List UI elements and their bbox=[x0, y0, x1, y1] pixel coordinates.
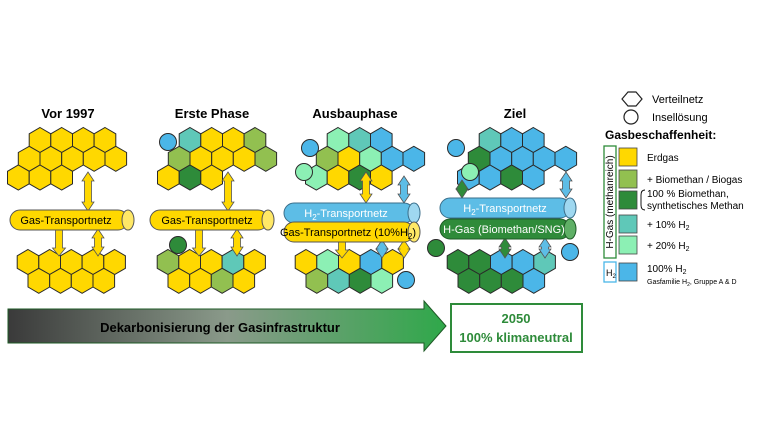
grid-ausbau-top-hex-11 bbox=[370, 164, 393, 191]
island-solutions bbox=[159, 133, 579, 289]
goal-year: 2050 bbox=[502, 311, 531, 326]
legend-gasfamilie: Gasfamilie H2, Gruppe A & D bbox=[647, 279, 737, 288]
arrow-ziel-up-2 bbox=[559, 171, 573, 199]
arrow-erste-up bbox=[221, 171, 235, 212]
legend-h2-10: + 10% H2 bbox=[647, 220, 690, 232]
circle-ausbau-1 bbox=[301, 139, 319, 157]
legend-verteilnetz: Verteilnetz bbox=[652, 94, 703, 106]
legend-h2-box-label: H2 bbox=[606, 268, 617, 280]
phase-title-ziel: Ziel bbox=[504, 106, 526, 121]
arrow-vor-1997-up bbox=[81, 171, 95, 212]
goal-text: 100% klimaneutral bbox=[459, 330, 572, 345]
decarbonisation-arrow: Dekarbonisierung der Gasinfrastruktur bbox=[7, 299, 447, 353]
grid-erste-bottom-hex-8 bbox=[232, 267, 256, 294]
arrow-ausbau-up-2 bbox=[397, 175, 411, 204]
legend-h2-20: + 20% H2 bbox=[647, 241, 690, 253]
arrow-vor-1997-down-2 bbox=[91, 228, 105, 257]
grid-ziel-bottom-hex-8 bbox=[522, 267, 546, 294]
legend-biomethan: + Biomethan / Biogas bbox=[647, 175, 742, 186]
legend-heading: Gasbeschaffenheit: bbox=[605, 128, 716, 142]
legend-insel: Insellösung bbox=[652, 112, 708, 124]
pipe-ausbau-h2: H2-Transportnetz bbox=[283, 202, 421, 224]
arrow-vor-1997-down-1 bbox=[51, 229, 67, 257]
phase-title-ausbauphase: Ausbauphase bbox=[312, 106, 397, 121]
grid-vor-1997-bottom-hex-8 bbox=[92, 267, 116, 294]
legend-hexagon-icon bbox=[621, 91, 643, 107]
circle-ziel-2 bbox=[461, 163, 479, 181]
phase-title-vor-1997: Vor 1997 bbox=[41, 106, 94, 121]
grid-erste-top-hex-11 bbox=[200, 164, 223, 191]
arrow-ausbau-down-1 bbox=[334, 241, 350, 259]
circle-ausbau-2 bbox=[295, 163, 313, 181]
grid-vor-1997-top-hex-11 bbox=[50, 164, 73, 191]
pipe-vor-1997: Gas-Transportnetz bbox=[9, 209, 135, 231]
legend-erdgas: Erdgas bbox=[647, 153, 679, 164]
pipe-ziel-hgas: H-Gas (Biomethan/SNG) bbox=[439, 218, 577, 240]
arrow-ausbau-down-3 bbox=[375, 239, 389, 259]
pipe-label-gas-transportnetz-1: Gas-Transportnetz bbox=[20, 215, 111, 227]
legend-synthetic-line2: synthetisches Methan bbox=[647, 201, 744, 212]
pipe-label-gas-transportnetz-2: Gas-Transportnetz bbox=[161, 215, 252, 227]
decarbonisation-label: Dekarbonisierung der Gasinfrastruktur bbox=[100, 320, 340, 335]
phase-title-erste-phase: Erste Phase bbox=[175, 106, 249, 121]
circle-ziel-1 bbox=[447, 139, 465, 157]
arrow-ausbau-down-2 bbox=[397, 239, 411, 259]
legend: Verteilnetz Insellösung Gasbeschaffenhei… bbox=[603, 91, 744, 288]
distribution-grids bbox=[7, 126, 578, 294]
grid-ausbau-bottom-hex-8 bbox=[370, 267, 394, 294]
circle-ziel-4 bbox=[561, 243, 579, 261]
legend-synthetic-line1: 100 % Biomethan, bbox=[647, 189, 729, 200]
pipe-ziel-h2: H2-Transportnetz bbox=[439, 197, 577, 219]
grid-ziel-top-hex-11 bbox=[522, 164, 545, 191]
legend-circle-icon bbox=[623, 109, 639, 125]
legend-hgas-vertical: H-Gas (methanreich) bbox=[605, 155, 616, 248]
pipe-ausbau-gas10: Gas-Transportnetz (10%H2) bbox=[280, 221, 421, 243]
legend-h2-100: 100% H2 bbox=[647, 264, 687, 276]
circle-erste-1 bbox=[159, 133, 177, 151]
grid-ausbau-top-hex-7 bbox=[402, 145, 426, 172]
grid-vor-1997-top-hex-8 bbox=[104, 145, 128, 172]
pipe-label-h2-transportnetz-1: H2-Transportnetz bbox=[304, 208, 388, 222]
grid-erste-top-hex-8 bbox=[254, 145, 278, 172]
circle-erste-2 bbox=[169, 236, 187, 254]
arrow-ziel-down-2 bbox=[538, 237, 552, 259]
pipe-label-gas-10-h2: Gas-Transportnetz (10%H2) bbox=[280, 227, 416, 241]
pipe-label-h2-transportnetz-2: H2-Transportnetz bbox=[463, 203, 547, 217]
circle-ausbau-3 bbox=[397, 271, 415, 289]
circle-ziel-3 bbox=[427, 239, 445, 257]
arrow-ziel-down-1 bbox=[498, 237, 512, 259]
grid-ziel-top-hex-7 bbox=[554, 145, 578, 172]
goal-box: 2050 100% klimaneutral bbox=[450, 303, 583, 353]
arrow-erste-down-1 bbox=[191, 229, 207, 257]
pipe-label-hgas-biomethan: H-Gas (Biomethan/SNG) bbox=[443, 224, 565, 236]
pipe-erste-phase: Gas-Transportnetz bbox=[149, 209, 275, 231]
arrow-erste-down-2 bbox=[230, 228, 244, 257]
